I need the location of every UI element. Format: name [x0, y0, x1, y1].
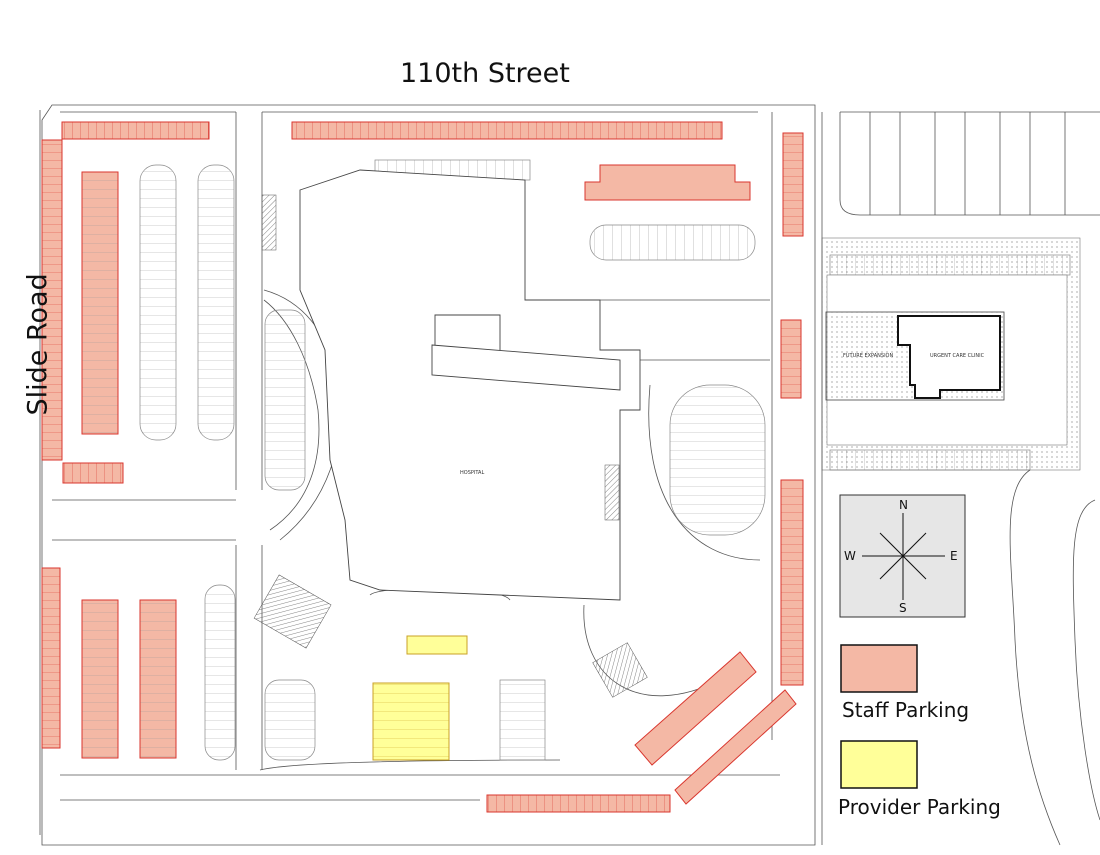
legend-swatch-staff: [840, 644, 918, 693]
staff-zone-top-center: [584, 164, 751, 201]
compass-north-label: N: [899, 498, 908, 512]
compass-west-label: W: [844, 549, 856, 563]
staff-parking-areas: [41, 121, 804, 813]
street-label-110th: 110th Street: [400, 58, 570, 89]
neighbor-lot: [821, 111, 1100, 846]
future-expansion-label: FUTURE EXPANSION: [843, 353, 893, 359]
provider-parking-areas: [372, 635, 468, 761]
urgent-care-label: URGENT CARE CLINIC: [930, 353, 985, 359]
legend-swatch-provider: [840, 740, 918, 789]
staff-zone-diagonal-1: [634, 651, 757, 766]
compass-rose: [839, 494, 966, 618]
legend-staff-label: Staff Parking: [842, 698, 970, 722]
urgent-care-site: [821, 237, 1081, 471]
hatched-details: [253, 194, 648, 698]
provider-zone-small: [406, 635, 468, 655]
hospital-building: [299, 169, 641, 601]
staff-zone-diagonal-2: [674, 689, 797, 805]
compass-east-label: E: [950, 549, 958, 563]
hospital-label: HOSPITAL: [460, 470, 484, 476]
legend-provider-label: Provider Parking: [838, 795, 1001, 819]
street-label-slide-road: Slide Road: [22, 273, 54, 416]
compass-south-label: S: [899, 601, 907, 615]
